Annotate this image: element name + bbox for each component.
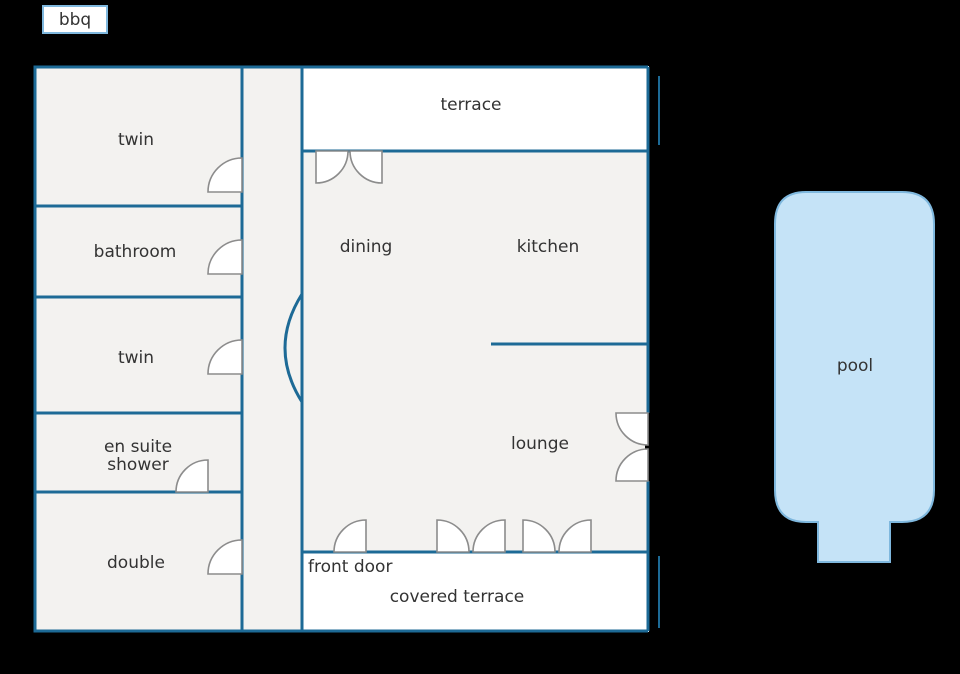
lounge-door-bottom[interactable]: [615, 448, 649, 482]
en-suite-label-line1: en suite: [104, 437, 172, 457]
bathroom-label: bathroom: [94, 242, 177, 262]
lounge-door-top[interactable]: [615, 412, 649, 446]
terrace-door-left[interactable]: [315, 150, 349, 184]
covered-terrace-door-2-right[interactable]: [558, 519, 592, 553]
pool: [774, 191, 935, 563]
twin-top-door[interactable]: [207, 157, 243, 193]
terrace-area: [302, 67, 648, 151]
lounge-door-opening: [645, 413, 653, 481]
en-suite-door[interactable]: [175, 459, 209, 493]
main-room-floor: [302, 151, 648, 552]
corridor-curve: [283, 293, 304, 403]
bathroom-door[interactable]: [207, 239, 243, 275]
pool-label: pool: [837, 356, 873, 376]
covered-terrace-door-1-left[interactable]: [436, 519, 470, 553]
lounge-label: lounge: [511, 434, 569, 454]
covered-terrace-area: [302, 552, 648, 631]
double-door[interactable]: [207, 539, 243, 575]
bbq-label: bbq: [59, 10, 91, 30]
double-label: double: [107, 553, 165, 573]
twin-middle-door[interactable]: [207, 339, 243, 375]
en-suite-label-line2: shower: [107, 455, 168, 475]
bedroom-wing-floor: [35, 67, 302, 631]
dining-label: dining: [340, 237, 393, 257]
covered-terrace-label: covered terrace: [390, 587, 525, 607]
bbq-box: [42, 5, 108, 34]
twin-middle-label: twin: [118, 348, 154, 368]
kitchen-label: kitchen: [517, 237, 580, 257]
covered-terrace-door-1-right[interactable]: [472, 519, 506, 553]
terrace-label: terrace: [440, 95, 501, 115]
covered-terrace-door-2-left[interactable]: [522, 519, 556, 553]
front-door[interactable]: [333, 519, 367, 553]
twin-top-label: twin: [118, 130, 154, 150]
front-door-label: front door: [308, 557, 392, 577]
terrace-door-right[interactable]: [349, 150, 383, 184]
